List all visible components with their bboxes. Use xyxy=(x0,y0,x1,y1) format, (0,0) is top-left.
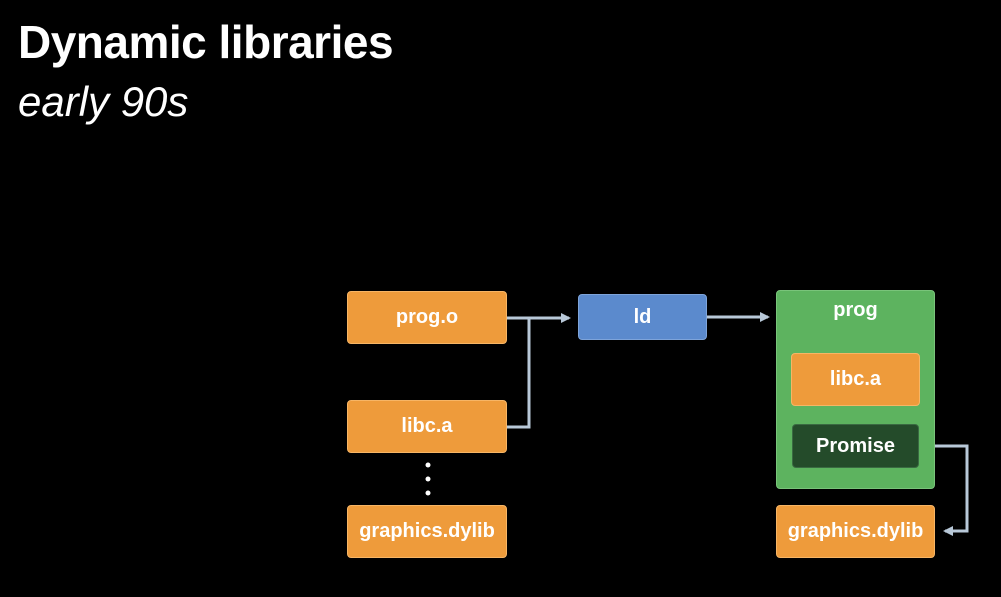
libc-a-embedded-box: libc.a xyxy=(791,353,920,406)
prog-o-box: prog.o xyxy=(347,291,507,344)
promise-box: Promise xyxy=(792,424,919,468)
promise-label: Promise xyxy=(816,434,895,457)
ellipsis-dots xyxy=(425,462,431,496)
libc-a-input-box: libc.a xyxy=(347,400,507,453)
slide-title: Dynamic libraries xyxy=(18,16,394,68)
prog-output-label: prog xyxy=(833,299,878,321)
graphics-dylib-output-box: graphics.dylib xyxy=(776,505,935,558)
libc-a-input-label: libc.a xyxy=(401,415,453,437)
graphics-dylib-input-label: graphics.dylib xyxy=(359,520,495,542)
ld-box: ld xyxy=(578,294,707,340)
ld-label: ld xyxy=(633,305,652,328)
slide-subtitle: early 90s xyxy=(18,78,189,125)
graphics-dylib-output-label: graphics.dylib xyxy=(787,520,924,542)
graphics-dylib-input-box: graphics.dylib xyxy=(347,505,507,558)
libc-a-embedded-label: libc.a xyxy=(829,368,882,390)
connector-libc-a-to-ld xyxy=(507,318,531,429)
prog-o-label: prog.o xyxy=(395,306,459,328)
